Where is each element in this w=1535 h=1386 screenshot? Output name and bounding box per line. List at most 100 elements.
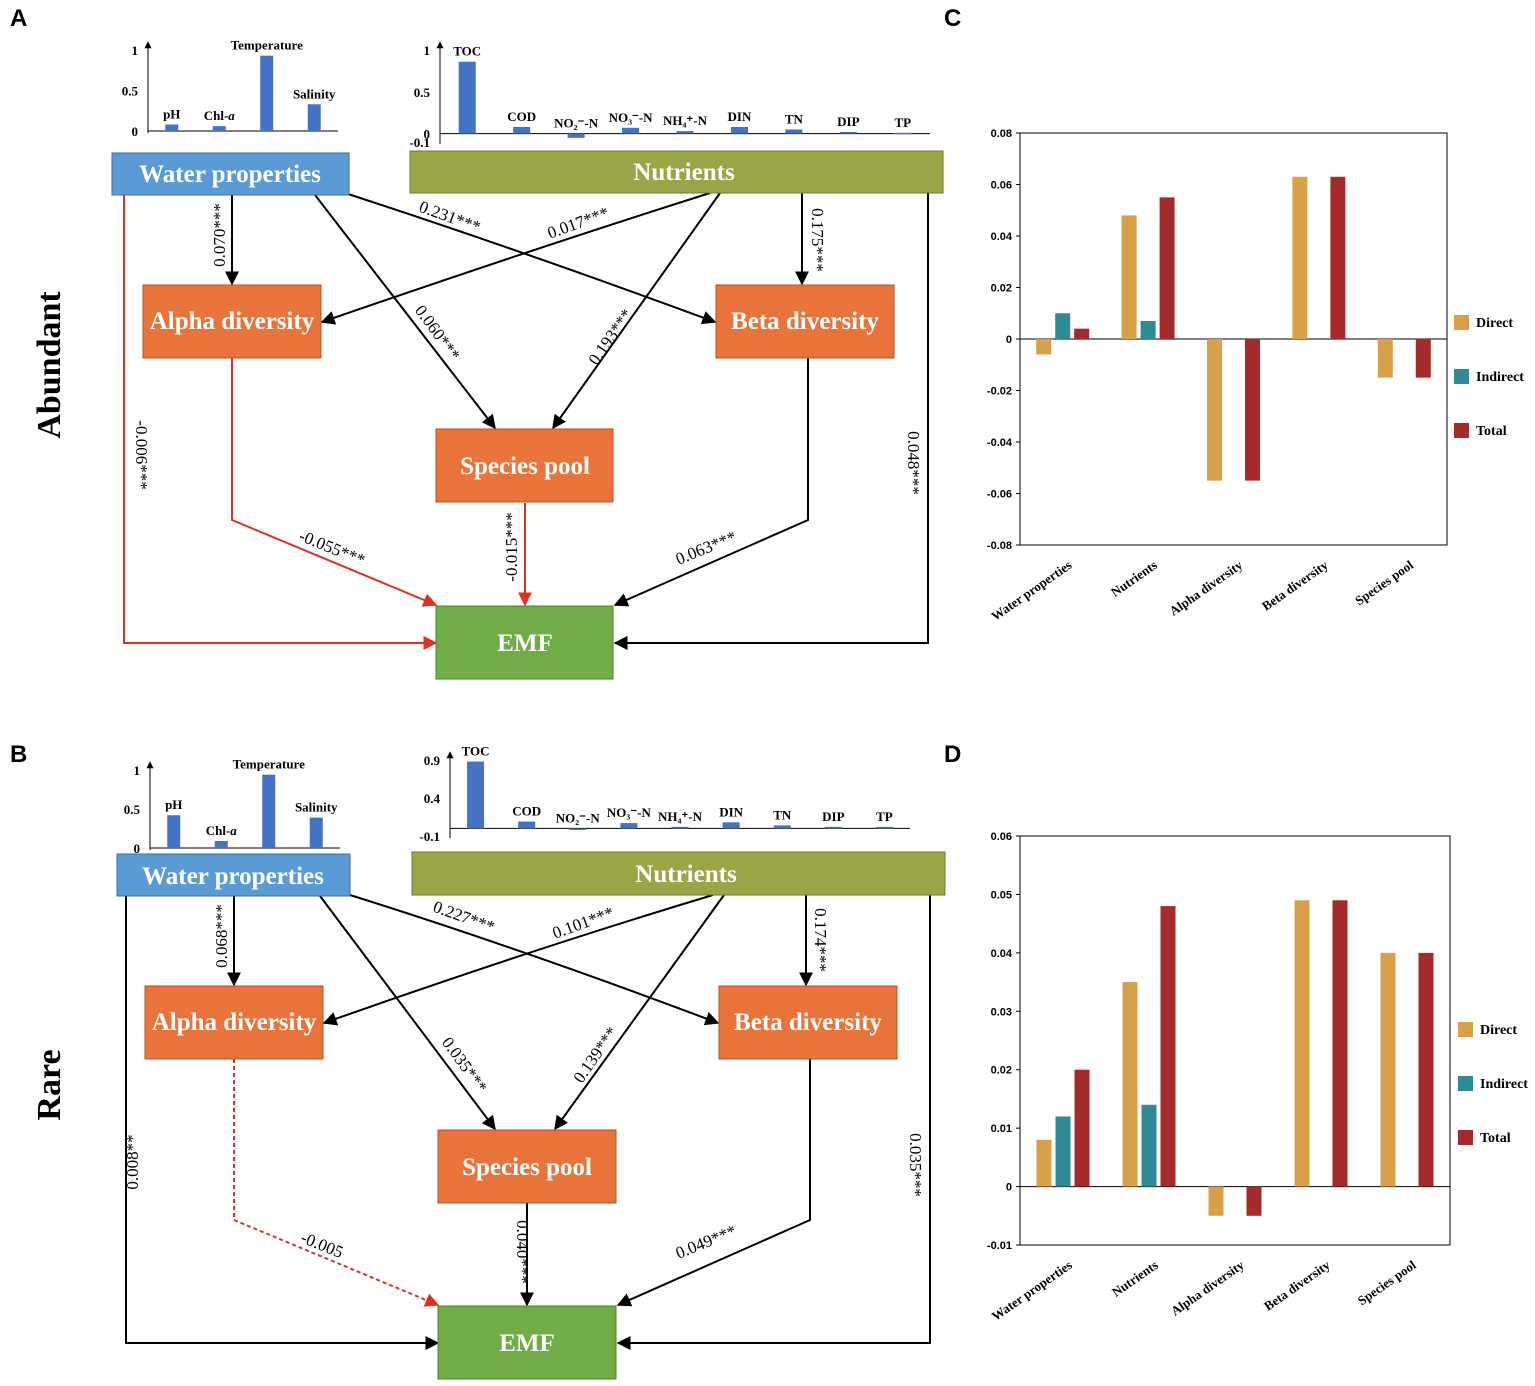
loading-bar-cod: [518, 821, 536, 829]
coef-nutrient-alpha: 0.101***: [550, 903, 616, 943]
arrow-water-pool: [319, 895, 496, 1131]
x-tick-label: Species pool: [1355, 1257, 1419, 1308]
loading-bar-cod: [513, 126, 531, 134]
y-tick-label: 0.01: [991, 1123, 1012, 1135]
loading-label-ph: pH: [165, 797, 182, 812]
legend-swatch-total: [1458, 1130, 1473, 1145]
species-pool-box: [437, 1129, 617, 1204]
water-properties-box: [116, 853, 351, 897]
mini-tick-label: 0: [132, 124, 139, 139]
coef-water-beta: 0.227***: [431, 897, 497, 937]
y-tick-label: 0.08: [991, 128, 1012, 140]
bar-total-alpha-diversity: [1245, 339, 1260, 481]
loading-label-tp: TP: [876, 809, 893, 824]
coef-alpha-emf: -0.005: [298, 1228, 346, 1262]
alpha-diversity-box: [142, 284, 322, 359]
legend-swatch-direct: [1454, 315, 1469, 330]
loading-bar-ph: [167, 815, 181, 848]
y-tick-label: -0.02: [987, 386, 1012, 398]
loading-label-salinity: Salinity: [293, 86, 336, 101]
bar-indirect-nutrients: [1140, 320, 1156, 339]
arrow-beta-emf: [616, 1059, 811, 1307]
y-tick-label: 0.06: [991, 831, 1012, 843]
loading-bar-dip: [824, 826, 842, 829]
legend-label-total: Total: [1480, 1131, 1511, 1146]
coef-pool-emf: 0.040***: [513, 1220, 532, 1284]
emf-box: [437, 1305, 617, 1380]
x-tick-label: Water properties: [988, 557, 1074, 623]
bar-indirect-nutrients: [1141, 1104, 1157, 1187]
bar-total-water-properties: [1074, 1069, 1090, 1187]
water-properties-label: Water properties: [142, 863, 324, 890]
coef-beta-emf: 0.063***: [673, 527, 739, 568]
loading-bar-nh-n: [671, 826, 689, 829]
loading-bar-salinity: [307, 104, 321, 131]
loading-label-toc: TOC: [453, 44, 481, 59]
arrow-beta-emf: [613, 358, 809, 607]
mini-tick-label: 1: [132, 43, 139, 58]
bar-direct-beta-diversity: [1292, 176, 1308, 339]
y-tick-label: -0.08: [987, 540, 1012, 552]
loading-label-nh-n: NH₄⁺-N: [663, 113, 708, 128]
nutrients-label: Nutrients: [633, 159, 735, 186]
bar-direct-water-properties: [1036, 339, 1052, 355]
loading-bar-toc: [467, 761, 485, 829]
alpha-diversity-label: Alpha diversity: [150, 308, 315, 335]
loading-label-no-n: NO₂⁻-N: [556, 810, 601, 825]
bar-direct-alpha-diversity: [1207, 339, 1222, 481]
loading-bar-no-n: [620, 823, 638, 829]
side-label-abundant: Abundant: [31, 291, 68, 439]
emf-box: [435, 605, 614, 680]
legend-swatch-direct: [1458, 1022, 1473, 1037]
species-pool-label: Species pool: [462, 1154, 592, 1181]
panel-c-effects-chart: 0.080.060.040.020-0.02-0.04-0.06-0.08Wat…: [987, 128, 1524, 624]
loading-label-cod: COD: [507, 109, 536, 124]
mini-tick-label: 0.4: [424, 791, 441, 806]
arrow-nutrient-pool: [554, 894, 725, 1131]
side-label-rare: Rare: [31, 1049, 68, 1120]
loading-bar-temperature: [262, 774, 276, 848]
loading-label-ph: pH: [163, 107, 180, 122]
coef-pool-emf: -0.015***: [502, 512, 521, 581]
mini-tick-label: 0: [424, 127, 431, 142]
arrow-nutrient-pool: [552, 192, 721, 430]
loading-bar-din: [730, 126, 748, 134]
bar-total-alpha-diversity: [1246, 1186, 1262, 1216]
arrow-nutrient-emf: [613, 193, 929, 650]
mini-tick-label: 1: [424, 43, 431, 58]
y-tick-label: 0: [1006, 1182, 1012, 1194]
bar-direct-nutrients: [1121, 215, 1137, 339]
coef-water-alpha: 0.068***: [212, 904, 231, 968]
y-tick-label: -0.06: [987, 489, 1012, 501]
arrow-water-emf: [125, 896, 440, 1350]
legend-label-indirect: Indirect: [1476, 370, 1524, 385]
y-tick-label: 0.02: [991, 1065, 1012, 1077]
loading-bar-dip: [839, 131, 857, 134]
x-tick-label: Alpha diversity: [1168, 1257, 1247, 1319]
mini-tick-label: 0: [134, 841, 141, 856]
legend-swatch-total: [1454, 423, 1469, 438]
loading-label-toc: TOC: [462, 744, 490, 759]
x-tick-label: Beta diversity: [1261, 1257, 1333, 1314]
coef-water-beta: 0.231***: [417, 197, 483, 237]
loading-label-dip: DIP: [837, 114, 859, 129]
bar-direct-nutrients: [1122, 982, 1138, 1187]
x-tick-label: Alpha diversity: [1167, 557, 1246, 619]
water-properties-box: [111, 152, 350, 196]
arrow-alpha-emf: [231, 358, 438, 607]
coef-water-emf: -0.006***: [132, 420, 151, 489]
y-tick-label: 0.02: [991, 283, 1012, 295]
mini-tick-label: 0.5: [122, 84, 139, 99]
legend-label-direct: Direct: [1480, 1023, 1517, 1038]
y-tick-label: 0.05: [991, 889, 1012, 901]
emf-label: EMF: [499, 1330, 555, 1357]
x-tick-label: Nutrients: [1108, 557, 1160, 600]
path-arrows: [125, 894, 931, 1350]
panel-label-d: D: [944, 741, 961, 768]
loading-bar-no-n: [567, 133, 585, 138]
arrow-nutrient-alpha: [320, 192, 711, 325]
